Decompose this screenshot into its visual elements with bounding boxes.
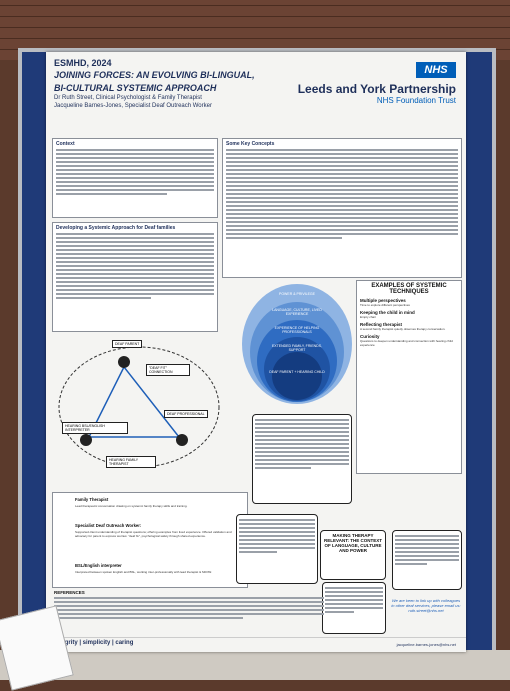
trust-line1: Leeds and York Partnership [297,82,456,96]
ring-label-3: EXPERIENCE OF HELPING PROFESSIONALS [274,326,320,334]
references-title: REFERENCES [54,590,85,595]
conference-label: ESMHD, 2024 [54,58,112,68]
key-concepts-text [226,149,458,239]
closing-line: We are keen to link up with colleagues i… [391,598,461,608]
trust-name: Leeds and York Partnership NHS Foundatio… [298,82,456,105]
trust-line2: NHS Foundation Trust [376,96,456,105]
examples-box: EXAMPLES OF SYSTEMIC TECHNIQUES Multiple… [356,280,462,474]
example-heading-3: Reflecting therapist [360,322,403,327]
developing-text [56,233,214,299]
developing-heading: Developing a Systemic Approach for Deaf … [56,225,176,231]
author-1: Dr Ruth Street, Clinical Psychologist & … [54,95,202,101]
label-deaf-parent: DEAF PARENT [112,340,143,348]
making-therapy-bubble: MAKING THERAPY RELEVANT: THE CONTEXT OF … [320,530,386,580]
ring-label-2: LANGUAGE, CULTURE, LIVED EXPERIENCE [272,308,322,316]
making-therapy-title: MAKING THERAPY RELEVANT: THE CONTEXT OF … [324,533,382,553]
role-title-2: Specialist Deaf Outreach Worker: [75,523,142,528]
example-text-4: Questions to deepen understanding and co… [360,339,453,347]
key-concepts-heading: Some Key Concepts [226,141,275,147]
ring-label-core: DEAF PARENT + HEARING CHILD [269,370,325,374]
triangle [87,365,181,438]
poster-header: ESMHD, 2024 JOINING FORCES: AN EVOLVING … [54,58,294,110]
context-box: Context [52,138,218,218]
role-text-1: Lead therapeutic conversation drawing on… [75,504,188,508]
footer-email: jacqueline.barnes-jones@nhs.net [396,642,456,647]
interpreter-icon [80,434,92,446]
label-deaf-professional: DEAF PROFESSIONAL [164,410,208,418]
role-title-3: BSL/English interpreter [75,563,122,568]
ring-label-4: EXTENDED FAMILY, FRIENDS, SUPPORT [271,344,323,352]
label-deaf-fit: "DEAF FIT" CONNECTION [146,364,190,376]
poster-title-line1: JOINING FORCES: AN EVOLVING BI-LINGUAL, [54,70,255,80]
poster-title-line2: BI-CULTURAL SYSTEMIC APPROACH [54,83,217,93]
example-heading-1: Multiple perspectives [360,298,406,303]
example-heading-4: Curiosity [360,334,380,339]
example-text-1: Time to explore different perspectives [360,303,410,307]
examples-title: EXAMPLES OF SYSTEMIC TECHNIQUES [371,283,447,295]
example-text-2: Empty chair [360,315,376,319]
poster-footer: integrity | simplicity | caring jacqueli… [46,637,466,652]
roles-box: Family Therapist Lead therapeutic conver… [52,492,248,588]
quote-bubble-1 [252,414,352,504]
label-hearing-therapist: HEARING FAMILY THERAPIST [106,456,156,468]
key-concepts-box: Some Key Concepts [222,138,462,278]
references: REFERENCES [54,590,324,621]
diagram-circle [58,346,220,468]
closing-email: ruth.street@nhs.net [408,608,444,613]
core-ring [272,352,322,400]
footer-values: integrity | simplicity | caring [54,640,134,646]
triangle-diagram [58,346,220,468]
ring-label-outer: POWER & PRIVILEGE [279,292,315,296]
example-heading-2: Keeping the child in mind [360,310,415,315]
context-heading: Context [56,141,75,147]
role-text-2: Supported client understanding of therap… [75,530,232,538]
poster: ESMHD, 2024 JOINING FORCES: AN EVOLVING … [46,52,466,652]
nhs-logo: NHS [416,62,456,78]
floor [0,650,510,680]
quote-bubble-3 [322,582,386,634]
parent-icon [118,356,130,368]
closing-text: We are keen to link up with colleagues i… [390,598,462,613]
developing-box: Developing a Systemic Approach for Deaf … [52,222,218,332]
context-text [56,149,214,195]
role-text-3: Interpreted between spoken English and B… [75,570,212,574]
role-title-1: Family Therapist [75,497,109,502]
quote-bubble-4 [392,530,462,590]
label-interpreter: HEARING BSL/ENGLISH INTERPRETER [62,422,128,434]
quote-bubble-2 [236,514,318,584]
author-2: Jacqueline Barnes-Jones, Specialist Deaf… [54,103,212,109]
professional-icon [176,434,188,446]
example-text-3: A second family therapist quietly observ… [360,327,446,331]
